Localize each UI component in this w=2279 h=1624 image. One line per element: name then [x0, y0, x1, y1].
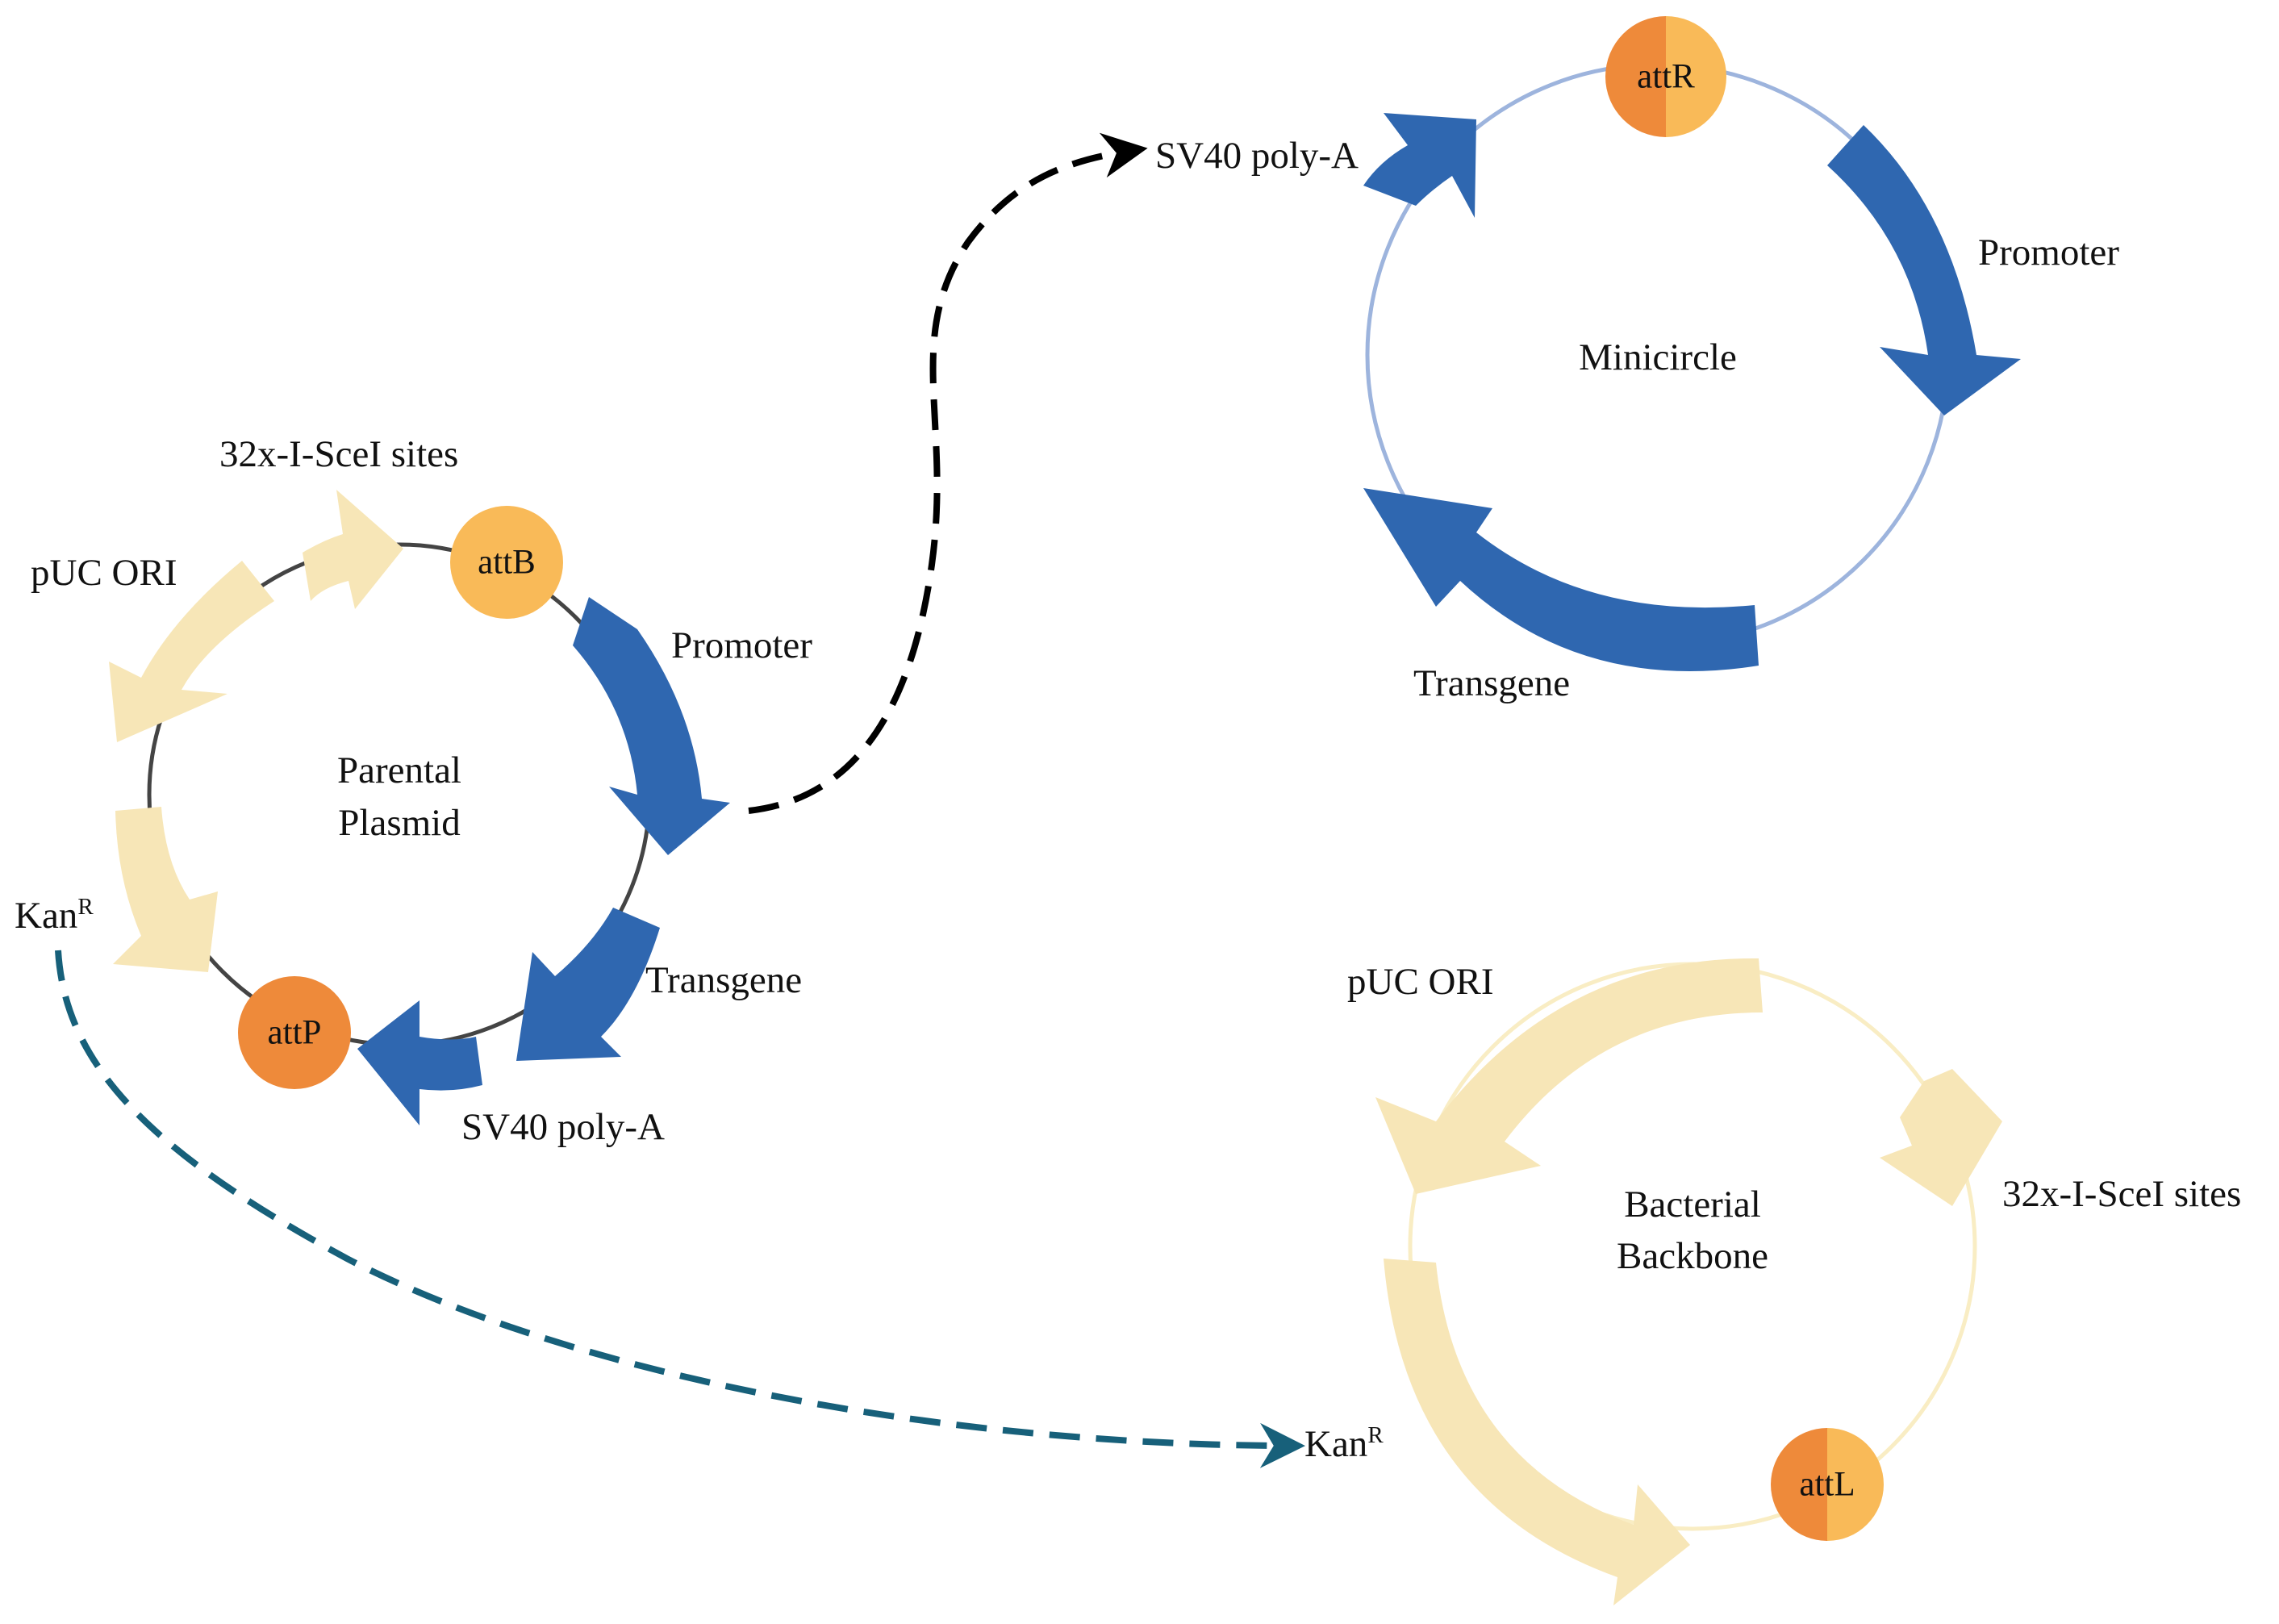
- minicircle-attr-label: attR: [1637, 58, 1695, 96]
- backbone-attl-node: [1771, 1428, 1884, 1541]
- backbone-title-line1: Bacterial: [1624, 1184, 1761, 1225]
- parental-isce-arrow: [303, 490, 403, 609]
- minicircle-title: Minicircle: [1579, 336, 1737, 378]
- minicircle-transgene-arrow: [1363, 488, 1759, 671]
- parental-puc-arrow: [109, 561, 274, 742]
- parental-attb-node: [450, 506, 563, 619]
- minicircle-promoter-arrow: [1827, 125, 2021, 415]
- parental-transgene-arrow: [516, 908, 660, 1061]
- minicircle-promoter-label: Promoter: [1978, 232, 2119, 273]
- parental-title-line2: Plasmid: [338, 802, 460, 844]
- backbone-puc-arrow: [1375, 958, 1763, 1194]
- minicircle-attr-node: [1605, 16, 1726, 137]
- parental-transgene-label: Transgene: [645, 959, 802, 1001]
- minicircle-sv40-label: SV40 poly-A: [1155, 135, 1359, 177]
- parental-kan-sup: R: [77, 894, 94, 920]
- minicircle-sv40-arrow: [1363, 113, 1476, 218]
- parental-kan-arrow: [113, 807, 218, 972]
- parental-kan-text: Kan: [15, 895, 77, 937]
- backbone-kan-sup: R: [1367, 1422, 1384, 1448]
- parental-title-line1: Parental: [337, 749, 461, 791]
- parental-promoter-label: Promoter: [671, 624, 812, 666]
- backbone-isce-arrow: [1880, 1069, 2002, 1206]
- minicircle-transgene-label: Transgene: [1413, 662, 1570, 704]
- parental-sv40-label: SV40 poly-A: [461, 1106, 665, 1148]
- parental-promoter-arrow: [573, 597, 730, 855]
- backbone-kan-arrow: [1384, 1259, 1690, 1605]
- parental-isce-label: 32x-I-SceI sites: [219, 433, 458, 475]
- connector-to-minicircle: [748, 132, 1148, 814]
- parental-attp-node: [238, 976, 351, 1089]
- parental-puc-label: pUC ORI: [31, 552, 177, 594]
- connector-to-backbone: [55, 950, 1305, 1468]
- backbone-kan-label: KanR: [1304, 1422, 1384, 1465]
- backbone-attl-label: attL: [1799, 1466, 1855, 1504]
- parental-attb-label: attB: [478, 544, 536, 582]
- parental-attp-label: attP: [268, 1014, 322, 1052]
- parental-plasmid: attB attP Parental Plasmid Promoter Tran…: [15, 433, 812, 1148]
- backbone-title-line2: Backbone: [1617, 1235, 1768, 1277]
- parental-kan-label: KanR: [15, 894, 94, 937]
- minicircle: attR Minicircle SV40 poly-A Promoter Tra…: [1155, 16, 2119, 704]
- backbone-puc-label: pUC ORI: [1347, 961, 1493, 1003]
- parental-sv40-arrow: [357, 1000, 482, 1125]
- backbone-isce-label: 32x-I-SceI sites: [2002, 1173, 2241, 1215]
- backbone-kan-text: Kan: [1304, 1423, 1367, 1465]
- bacterial-backbone: attL Bacterial Backbone pUC ORI 32x-I-Sc…: [1304, 958, 2241, 1605]
